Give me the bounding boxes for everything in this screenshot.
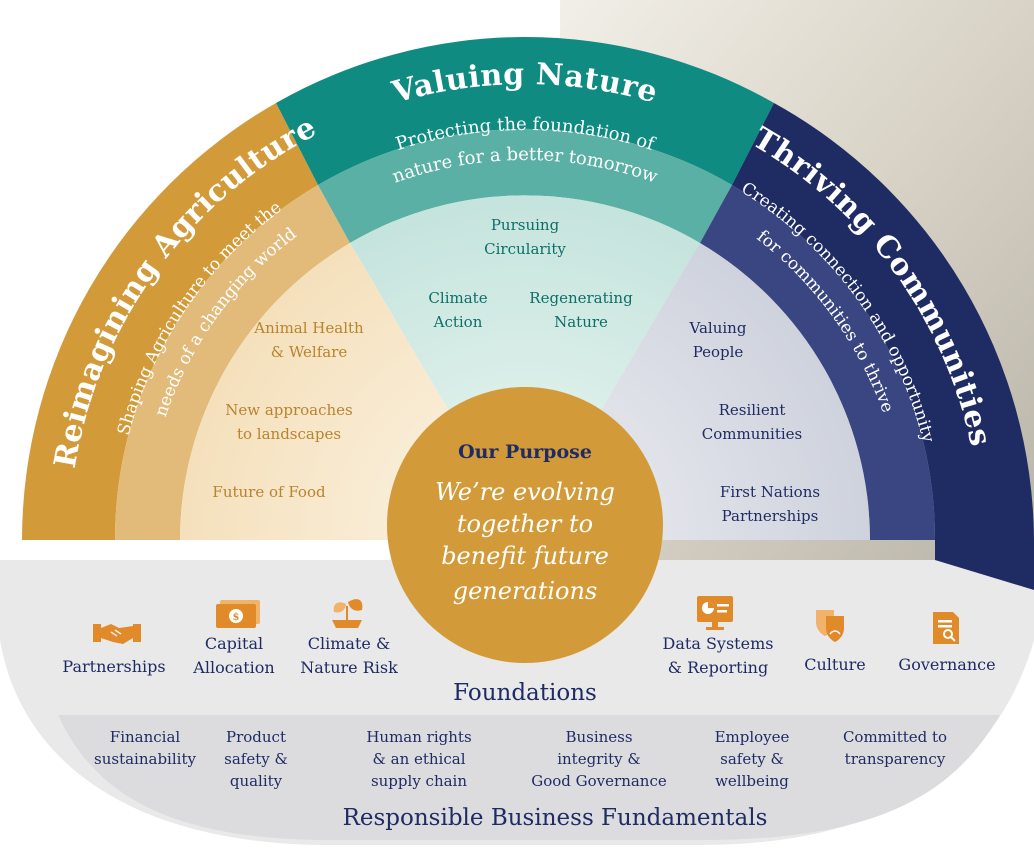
fundamentals-heading: Responsible Business Fundamentals (343, 805, 768, 831)
foundations-heading: Foundations (453, 680, 597, 706)
fundamental-employee-2: safety & (720, 750, 784, 768)
fundamental-human-rights-1: Human rights (366, 728, 471, 746)
item-regenerating-nature-1: Regenerating (529, 289, 633, 307)
nature-subtitle-band (318, 128, 732, 243)
purpose-heading: Our Purpose (458, 441, 592, 463)
item-animal-health-2: & Welfare (271, 343, 348, 361)
foundation-climate-risk-1: Climate & (308, 634, 390, 653)
agriculture-items: Animal Health & Welfare New approaches t… (212, 319, 364, 501)
item-resilient-communities-1: Resilient (719, 401, 786, 419)
fundamental-business-1: Business (565, 728, 632, 746)
monitor-chart-icon (697, 596, 733, 630)
foundation-data-systems-2: & Reporting (668, 658, 768, 677)
fundamental-human-rights-3: supply chain (371, 772, 467, 790)
item-pursuing-circularity-2: Circularity (484, 240, 566, 258)
agriculture-subtitle-band (114, 185, 350, 540)
handshake-icon (93, 624, 141, 644)
fundamental-human-rights-2: & an ethical (373, 750, 466, 768)
item-climate-action-2: Action (433, 313, 483, 331)
purpose-circle (387, 387, 663, 663)
foundations-labels: Partnerships Capital Allocation Climate … (62, 634, 995, 677)
fundamental-product-1: Product (226, 728, 286, 746)
fundamental-employee-3: wellbeing (715, 772, 789, 790)
fundamentals-items: Financial sustainability Product safety … (94, 728, 947, 790)
item-resilient-communities-2: Communities (702, 425, 802, 443)
document-search-icon (933, 612, 959, 644)
item-animal-health-1: Animal Health (253, 319, 364, 337)
purpose-line-2: together to (457, 510, 593, 538)
thriving-communities-band (732, 103, 1034, 590)
foundation-partnerships: Partnerships (62, 657, 165, 676)
foundation-data-systems-1: Data Systems (663, 634, 774, 653)
foundation-culture: Culture (804, 655, 866, 674)
fundamental-product-2: safety & (224, 750, 288, 768)
fundamental-business-2: integrity & (557, 750, 641, 768)
item-regenerating-nature-2: Nature (554, 313, 608, 331)
item-first-nations-1: First Nations (720, 483, 820, 501)
fundamental-transparency-2: transparency (845, 750, 946, 768)
foundation-capital-1: Capital (205, 634, 263, 653)
fundamental-business-3: Good Governance (531, 772, 667, 790)
item-new-approaches-1: New approaches (225, 401, 353, 419)
theatre-masks-icon (816, 610, 844, 642)
fundamental-transparency-1: Committed to (843, 728, 947, 746)
communities-subtitle-band (700, 185, 936, 540)
fundamental-financial-2: sustainability (94, 750, 196, 768)
item-climate-action-1: Climate (428, 289, 487, 307)
foundation-governance: Governance (898, 655, 995, 674)
fundamental-employee-1: Employee (715, 728, 790, 746)
communities-items: Valuing People Resilient Communities Fir… (689, 319, 821, 525)
nature-items: Pursuing Circularity Climate Action Rege… (428, 216, 633, 331)
item-valuing-people-2: People (693, 343, 744, 361)
reimagining-agriculture-band (22, 103, 318, 540)
item-future-of-food: Future of Food (212, 483, 326, 501)
purpose-line-4: generations (453, 577, 598, 605)
fundamental-product-3: quality (230, 772, 283, 790)
purpose-line-3: benefit future (441, 542, 609, 570)
foundation-capital-2: Allocation (192, 658, 274, 677)
plant-icon (332, 599, 363, 628)
fundamental-financial-1: Financial (110, 728, 181, 746)
foundation-climate-risk-2: Nature Risk (300, 658, 398, 677)
nature-inner (350, 195, 700, 540)
svg-text:$: $ (233, 612, 240, 623)
item-new-approaches-2: to landscapes (237, 425, 341, 443)
item-pursuing-circularity-1: Pursuing (491, 216, 560, 234)
money-icon: $ (216, 600, 260, 628)
item-valuing-people-1: Valuing (689, 319, 747, 337)
valuing-nature-band (276, 37, 774, 186)
fundamentals-band (58, 715, 1000, 840)
item-first-nations-2: Partnerships (722, 507, 819, 525)
purpose-line-1: We’re evolving (435, 478, 615, 506)
